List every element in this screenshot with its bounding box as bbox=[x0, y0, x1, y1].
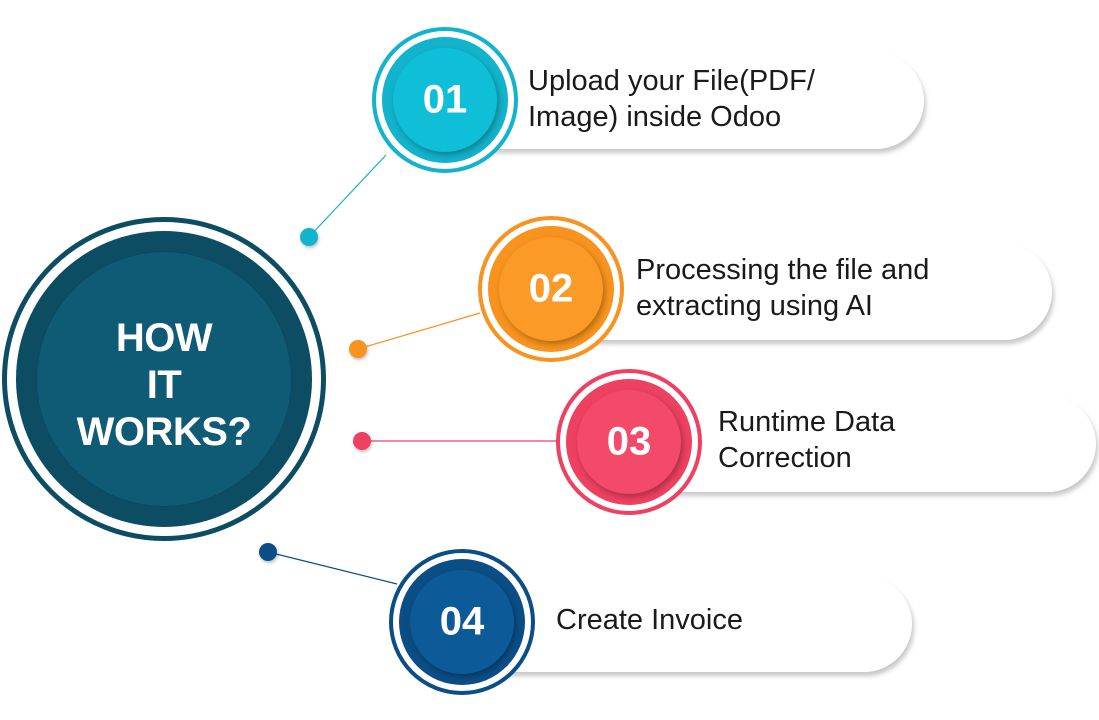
step-02-line-1: Processing the file and bbox=[636, 254, 930, 286]
connector-dot-01 bbox=[300, 228, 318, 246]
hub-core bbox=[37, 252, 291, 506]
step-card-03: Runtime Data Correction bbox=[634, 396, 1096, 492]
hub-title-line-3: WORKS? bbox=[76, 410, 252, 454]
step-badge-01-core bbox=[393, 48, 497, 152]
connector-line-01 bbox=[308, 154, 387, 238]
step-card-02: Processing the file and extracting using… bbox=[552, 244, 1052, 340]
step-badge-04-core bbox=[410, 570, 514, 674]
step-03-line-2: Correction bbox=[718, 442, 852, 474]
step-badge-02: 02 bbox=[478, 216, 624, 362]
step-text-03: Runtime Data Correction bbox=[718, 404, 895, 476]
step-card-04: Create Invoice bbox=[472, 576, 912, 672]
step-badge-02-core bbox=[499, 237, 603, 341]
step-badge-03-core bbox=[577, 390, 681, 494]
step-text-01: Upload your File(PDF/ Image) inside Odoo bbox=[528, 63, 815, 135]
step-04-line-1: Create Invoice bbox=[556, 604, 743, 636]
step-number-01: 01 bbox=[422, 77, 468, 122]
how-it-works-hub: HOW IT WORKS? bbox=[2, 217, 326, 541]
step-badge-04: 04 bbox=[389, 549, 535, 695]
step-badge-03: 03 bbox=[556, 369, 702, 515]
connector-dot-03 bbox=[353, 432, 371, 450]
step-02-line-2: extracting using AI bbox=[636, 290, 873, 322]
connector-dot-04 bbox=[259, 543, 277, 561]
connector-line-02 bbox=[357, 312, 481, 350]
hub-title-line-1: HOW bbox=[115, 316, 213, 360]
step-badge-01: 01 bbox=[372, 27, 518, 173]
connector-line-04 bbox=[267, 551, 398, 585]
step-number-03: 03 bbox=[606, 419, 652, 464]
hub-title: HOW IT WORKS? bbox=[7, 315, 321, 456]
step-text-02: Processing the file and extracting using… bbox=[636, 252, 929, 324]
step-01-line-1: Upload your File(PDF/ bbox=[528, 65, 815, 97]
step-number-02: 02 bbox=[528, 266, 574, 311]
connector-dot-02 bbox=[349, 340, 367, 358]
step-text-04: Create Invoice bbox=[556, 602, 743, 638]
step-card-01: Upload your File(PDF/ Image) inside Odoo bbox=[444, 53, 924, 149]
hub-title-line-2: IT bbox=[146, 363, 182, 407]
step-03-line-1: Runtime Data bbox=[718, 406, 896, 438]
step-01-line-2: Image) inside Odoo bbox=[528, 101, 782, 133]
step-number-04: 04 bbox=[439, 599, 485, 644]
